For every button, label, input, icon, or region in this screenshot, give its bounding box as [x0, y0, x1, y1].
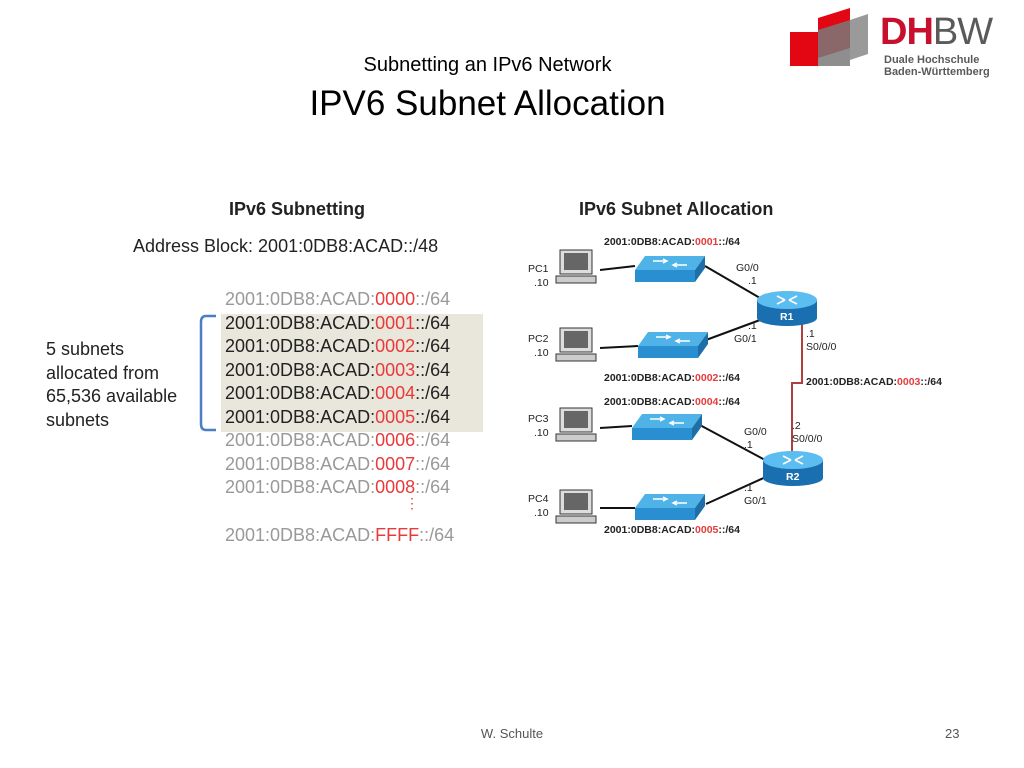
slide-subtitle: Subnetting an IPv6 Network: [363, 54, 612, 76]
subnet-row: 2001:0DB8:ACAD:0005::/64: [225, 406, 451, 427]
pc4-label: PC4.10: [528, 493, 549, 519]
router-r2-icon[interactable]: [763, 451, 823, 486]
switch1-icon[interactable]: [635, 256, 705, 282]
subnet-row: 2001:0DB8:ACAD:0006::/64: [225, 430, 451, 450]
switch2-icon[interactable]: [638, 332, 708, 358]
pc1-icon[interactable]: [555, 249, 597, 284]
subnet-last: 2001:0DB8:ACAD:FFFF::/64: [225, 525, 455, 545]
footer-author: W. Schulte: [480, 726, 544, 741]
router-r1-label: R1: [780, 311, 794, 323]
allocated-highlight: [221, 314, 483, 432]
slide-title: IPV6 Subnet Allocation: [309, 84, 666, 123]
router-r2-label: R2: [786, 471, 800, 483]
switch4-icon[interactable]: [635, 494, 705, 520]
subnet-row: 2001:0DB8:ACAD:0004::/64: [225, 383, 451, 403]
subnet-label-pc2: 2001:0DB8:ACAD:0002::/64: [604, 372, 740, 384]
subnet-row: 2001:0DB8:ACAD:0000::/64: [225, 289, 451, 309]
logo-subtext: Duale Hochschule Baden-Württemberg: [884, 54, 990, 78]
switch3-icon[interactable]: [632, 414, 702, 440]
subnet-row: 2001:0DB8:ACAD:0007::/64: [225, 453, 451, 474]
bracket-icon: [199, 314, 216, 432]
subnet-row: 2001:0DB8:ACAD:0008::/64: [225, 477, 451, 497]
address-block: Address Block: 2001:0DB8:ACAD::/48: [133, 236, 439, 256]
page-number: 23: [945, 726, 960, 741]
r2-g00-label: G0/0.1: [744, 426, 767, 451]
r1-g00-label: G0/0.1: [736, 262, 759, 287]
pc2-icon[interactable]: [555, 327, 597, 362]
subnet-label-top: 2001:0DB8:ACAD:0001::/64: [604, 236, 740, 248]
subnet-row: 2001:0DB8:ACAD:0002::/64: [225, 336, 451, 356]
pc3-label: PC3.10: [528, 413, 549, 439]
subnet-row: 2001:0DB8:ACAD:0001::/64: [225, 312, 451, 333]
router-r1-icon[interactable]: [757, 291, 817, 326]
subnet-label-bottom: 2001:0DB8:ACAD:0005::/64: [604, 524, 740, 536]
subnet-row: 2001:0DB8:ACAD:0003::/64: [225, 359, 451, 380]
ellipsis: ⋮: [405, 495, 419, 511]
logo-mark-icon: [790, 8, 868, 66]
pc4-icon[interactable]: [555, 489, 597, 524]
network-diagram: 2001:0DB8:ACAD:0001::/64 2001:0DB8:ACAD:…: [520, 228, 990, 543]
subnet-label-wan: 2001:0DB8:ACAD:0003::/64: [806, 376, 942, 388]
pc3-icon[interactable]: [555, 407, 597, 442]
pc1-label: PC1.10: [528, 263, 549, 289]
ipv6-subnetting-title: IPv6 Subnetting: [229, 199, 366, 219]
pc2-label: PC2.10: [528, 333, 549, 359]
dhbw-logo: DHBW Duale Hochschule Baden-Württemberg: [788, 8, 1014, 78]
ipv6-subnet-allocation-title: IPv6 Subnet Allocation: [579, 199, 774, 219]
subnet-label-pc3: 2001:0DB8:ACAD:0004::/64: [604, 396, 740, 408]
allocation-note: 5 subnets allocated from 65,536 availabl…: [46, 339, 178, 430]
logo-text: DHBW: [880, 11, 993, 53]
